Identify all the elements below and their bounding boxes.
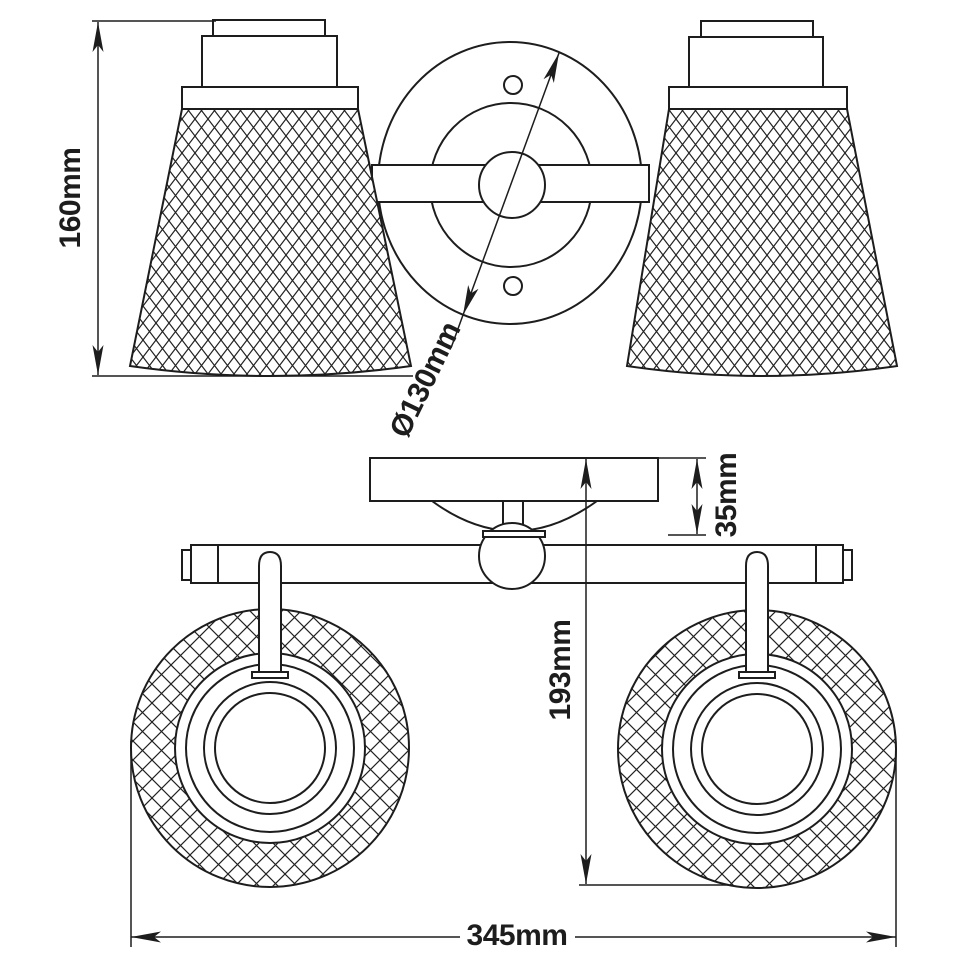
dim-shade-height: 160mm <box>54 20 413 377</box>
left-lamp-plan <box>130 550 411 888</box>
left-lens-inner <box>214 692 326 804</box>
left-socket-neck <box>201 35 338 88</box>
right-lamp-front <box>625 20 899 377</box>
backplate-plan <box>369 457 659 502</box>
dim-projection: 193mm <box>544 459 728 886</box>
dim-backplate-diameter: Ø130mm <box>384 52 560 443</box>
canopy-flange <box>482 530 546 538</box>
dim-canopy-depth: 35mm <box>659 453 743 538</box>
right-socket-cap <box>700 20 814 38</box>
screw-hole-top <box>503 75 523 95</box>
left-shade-collar <box>181 86 359 110</box>
dim-overall-width: 345mm <box>130 741 897 952</box>
right-lens-outer <box>690 682 824 816</box>
left-arm <box>258 550 282 673</box>
dim-label-shade-height: 160mm <box>54 148 87 249</box>
right-lens-inner <box>701 693 813 805</box>
front-elevation <box>128 19 899 377</box>
left-mesh-shade <box>128 108 413 377</box>
ball-joint <box>478 522 546 590</box>
dim-label-overall-width: 345mm <box>467 919 568 952</box>
screw-hole-bottom <box>503 276 523 296</box>
dim-line-130 <box>462 52 560 316</box>
crossbar-right-endcap <box>842 549 853 581</box>
right-arm-flange <box>738 671 776 679</box>
right-shade-collar <box>668 86 848 110</box>
left-socket-cap <box>212 19 326 37</box>
left-lens-outer <box>203 681 337 815</box>
left-lamp-front <box>128 19 413 377</box>
left-mesh-ring <box>130 608 411 888</box>
dim-label-projection: 193mm <box>544 620 577 721</box>
right-arm <box>745 550 769 673</box>
canopy-stem <box>502 500 524 526</box>
leader-tail <box>450 314 464 349</box>
right-socket-neck <box>688 36 824 88</box>
plan-view <box>130 457 898 889</box>
left-arm-flange <box>251 671 289 679</box>
dim-label-canopy-depth: 35mm <box>710 453 743 538</box>
right-mesh-shade <box>625 108 899 377</box>
crossbar-left-endcap <box>181 549 192 581</box>
right-lamp-plan <box>617 550 898 889</box>
center-hub <box>478 151 546 219</box>
